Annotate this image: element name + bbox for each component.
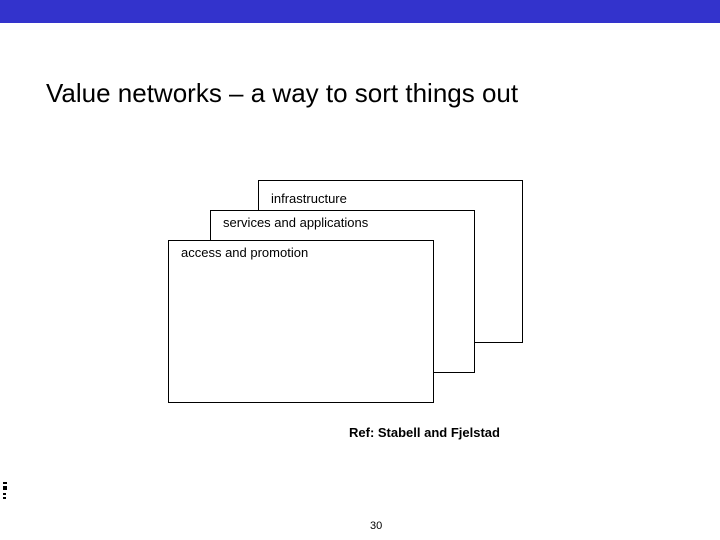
reference-note: Ref: Stabell and Fjelstad bbox=[349, 425, 500, 440]
layer-label-infrastructure: infrastructure bbox=[271, 191, 347, 206]
layer-label-access-and-promotion: access and promotion bbox=[181, 245, 309, 260]
slide-title: Value networks – a way to sort things ou… bbox=[46, 78, 519, 108]
layer-label-services-and-applications: services and applications bbox=[223, 215, 369, 230]
top-bar bbox=[0, 0, 720, 23]
logo-mark-icon bbox=[2, 480, 8, 502]
page-number: 30 bbox=[370, 520, 383, 532]
layer-access-and-promotion: access and promotion bbox=[168, 240, 434, 403]
